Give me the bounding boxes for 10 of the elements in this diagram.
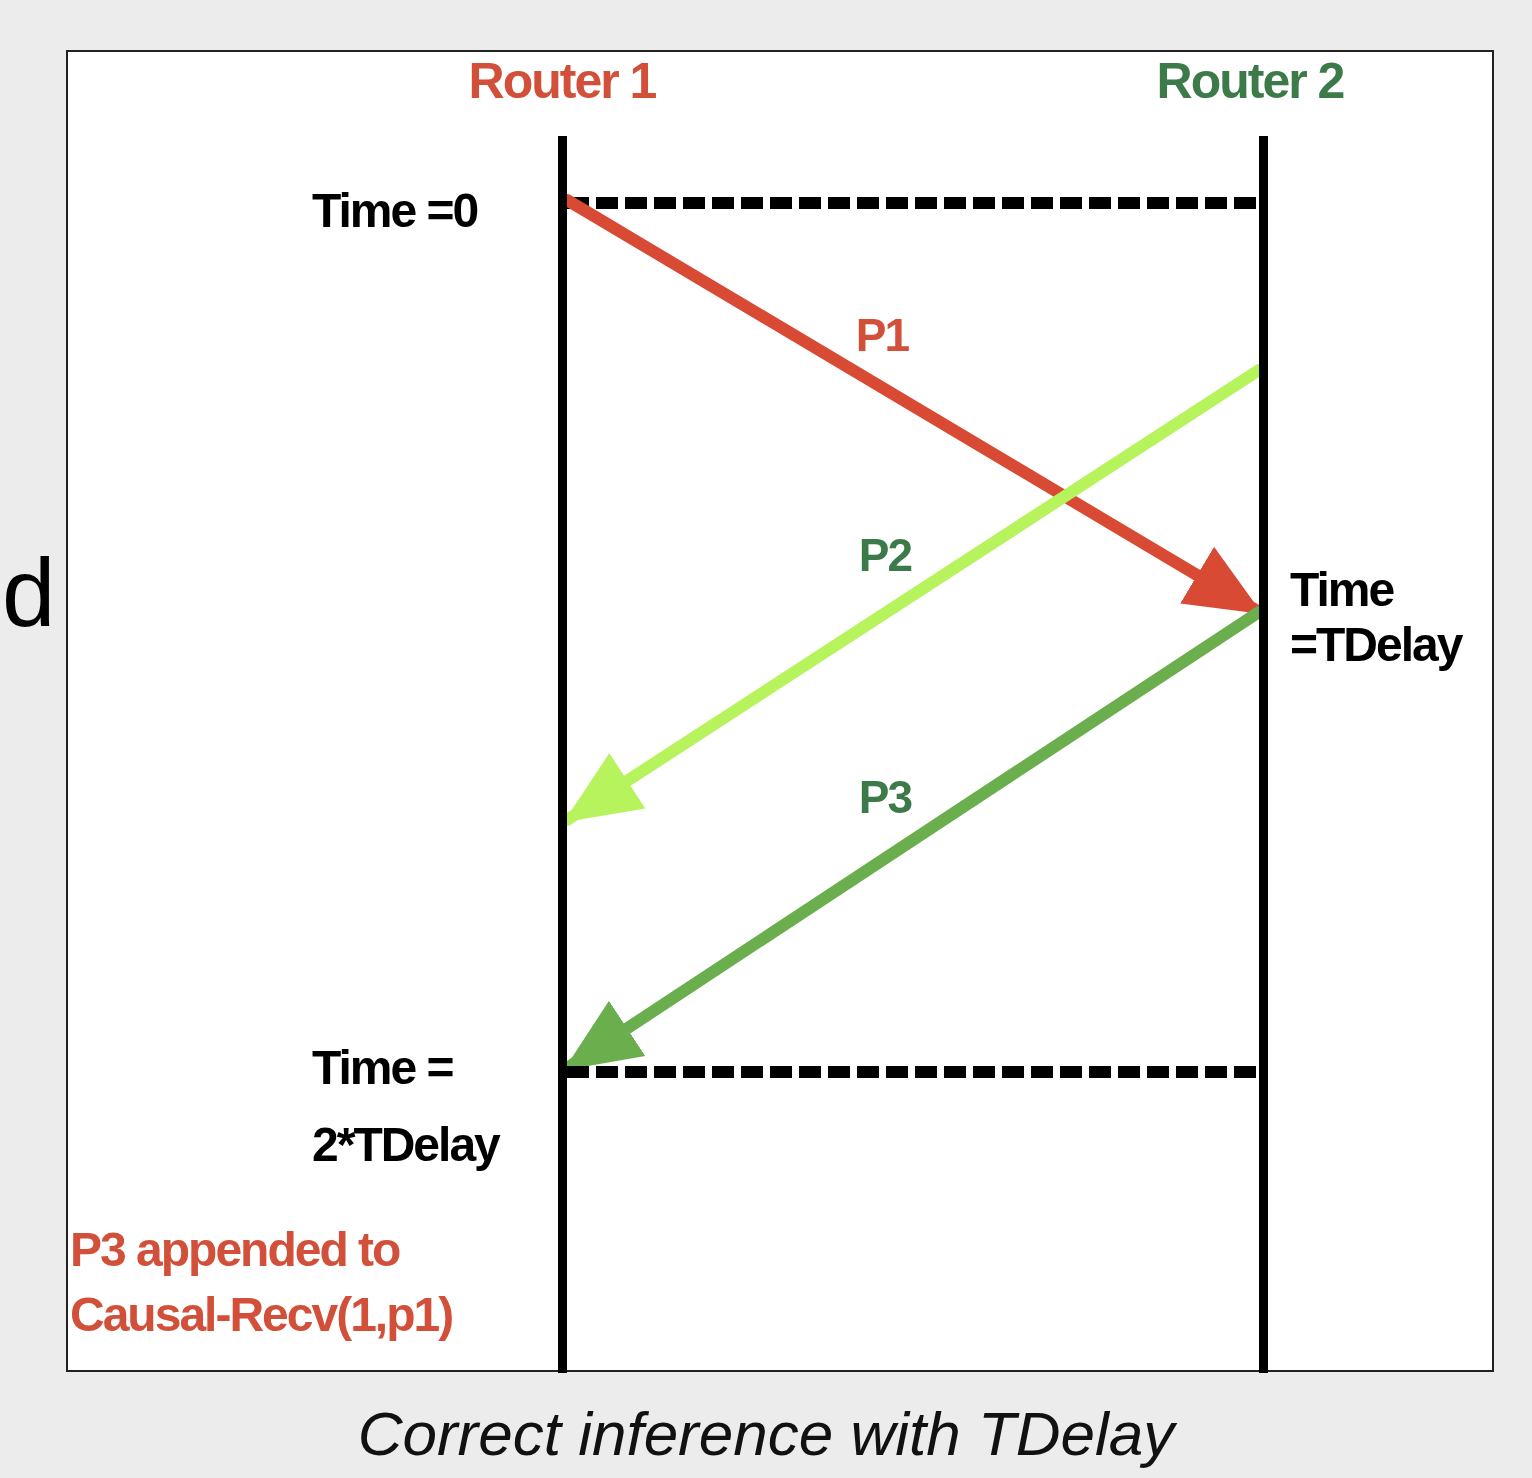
router-heading: Router 1 xyxy=(468,52,656,110)
cut-off-letter: d xyxy=(2,545,56,641)
dashed-line xyxy=(567,197,1259,209)
time-label: Time =TDelay xyxy=(1290,562,1464,673)
router-heading: Router 2 xyxy=(1156,52,1344,110)
dashed-line xyxy=(567,1066,1259,1078)
time-label: Time = 2*TDelay xyxy=(312,1040,501,1173)
caption: Correct inference with TDelay xyxy=(356,1398,1178,1469)
note-text: P3 appended to Causal-Recv(1,p1) xyxy=(70,1222,454,1343)
time-label: Time =0 xyxy=(312,183,479,239)
